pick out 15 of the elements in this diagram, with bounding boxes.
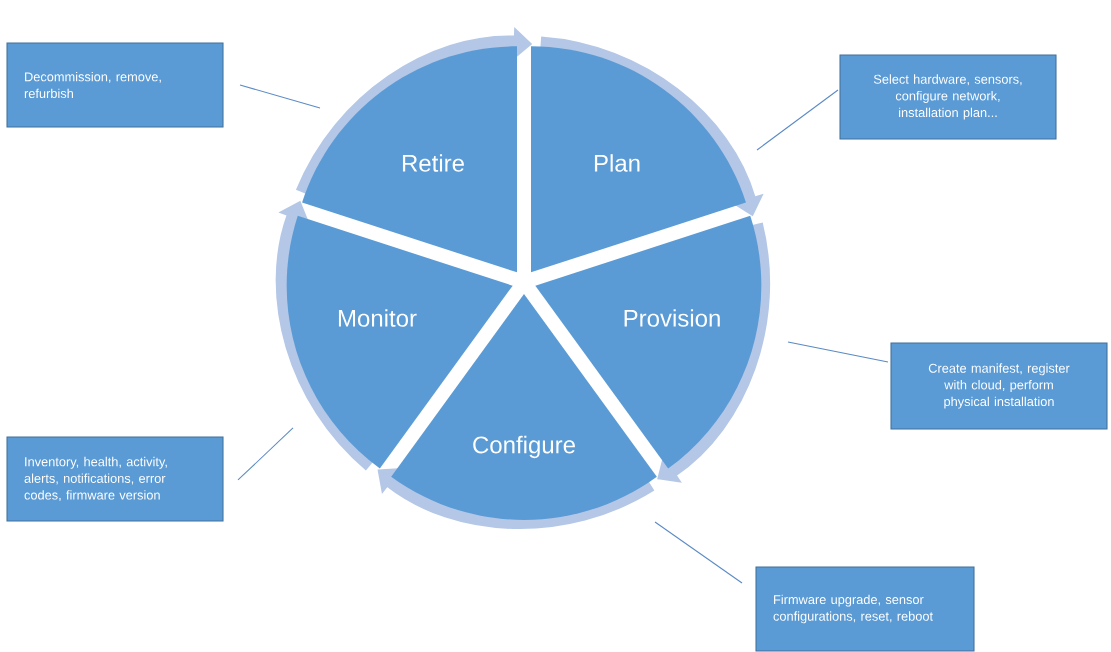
leader-line: [756, 89, 839, 151]
leader-line: [654, 521, 743, 584]
node-label: Retire: [402, 154, 464, 172]
text-box: Select hardware, sensors, configure network, installation plan...: [839, 54, 1057, 140]
node-label: Plan: [594, 154, 640, 172]
cycle-arrow: [657, 222, 770, 483]
leader-line: [787, 341, 889, 363]
text-box: Create manifest, register with cloud, perform physical installation: [890, 342, 1108, 430]
pie-wedge: Plan: [531, 46, 746, 273]
pie-wedge: Retire: [302, 46, 517, 273]
text-box: Inventory, health, activity, alerts, notifications, error codes, firmware version: [6, 436, 224, 522]
leader-line: [237, 427, 294, 481]
leader-line: [239, 84, 321, 109]
text-box: Decommission, remove, refurbish: [6, 42, 224, 128]
text-box: Firmware upgrade, sensor configurations, reset, reboot: [755, 566, 975, 652]
